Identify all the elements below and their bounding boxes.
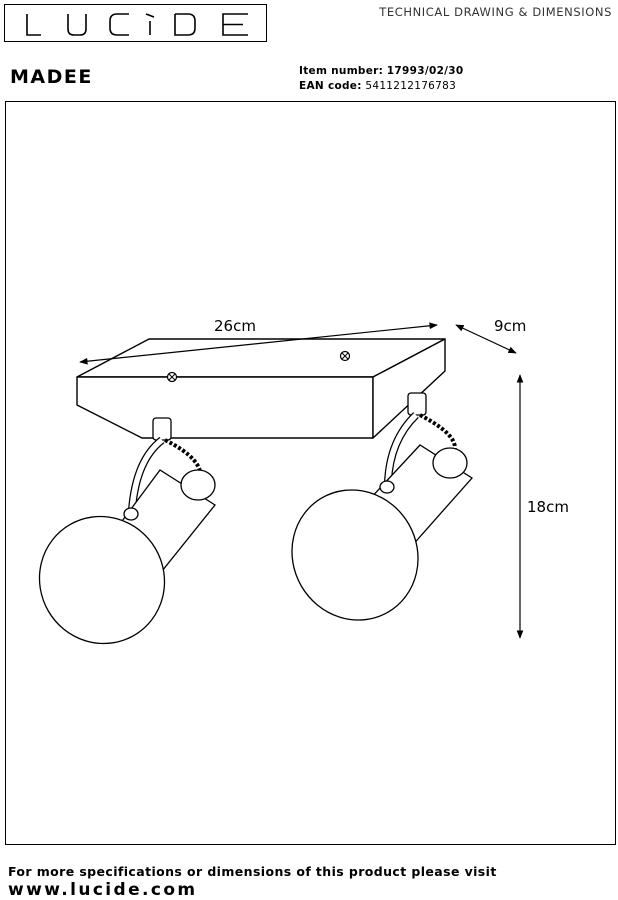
base-plate bbox=[76, 338, 446, 439]
logo-wordmark bbox=[26, 13, 248, 36]
item-number-value: 17993/02/30 bbox=[386, 65, 464, 77]
item-number-label: Item number: bbox=[299, 65, 384, 77]
ean-code-value: 5411212176783 bbox=[365, 80, 457, 92]
spotlight-left bbox=[38, 417, 216, 645]
brand-logo bbox=[4, 4, 267, 42]
height-label: 18cm bbox=[527, 498, 569, 516]
product-name: MADEE bbox=[10, 66, 93, 88]
length-dimension-line bbox=[79, 322, 438, 365]
depth-label: 9cm bbox=[494, 317, 526, 335]
document-type: TECHNICAL DRAWING & DIMENSIONS bbox=[379, 5, 612, 19]
ean-code-label: EAN code: bbox=[299, 80, 362, 92]
screw-icon bbox=[339, 350, 351, 362]
spotlight-right bbox=[291, 392, 473, 621]
length-label: 26cm bbox=[214, 317, 256, 335]
screw-icon bbox=[166, 371, 178, 383]
website-link[interactable]: www.lucide.com bbox=[8, 880, 198, 900]
footer-note: For more specifications or dimensions of… bbox=[8, 864, 497, 879]
item-number: Item number: 17993/02/30 bbox=[299, 65, 464, 77]
ean-code: EAN code: 5411212176783 bbox=[299, 80, 456, 92]
drawing-frame bbox=[5, 101, 616, 845]
depth-dimension-line bbox=[455, 324, 517, 354]
